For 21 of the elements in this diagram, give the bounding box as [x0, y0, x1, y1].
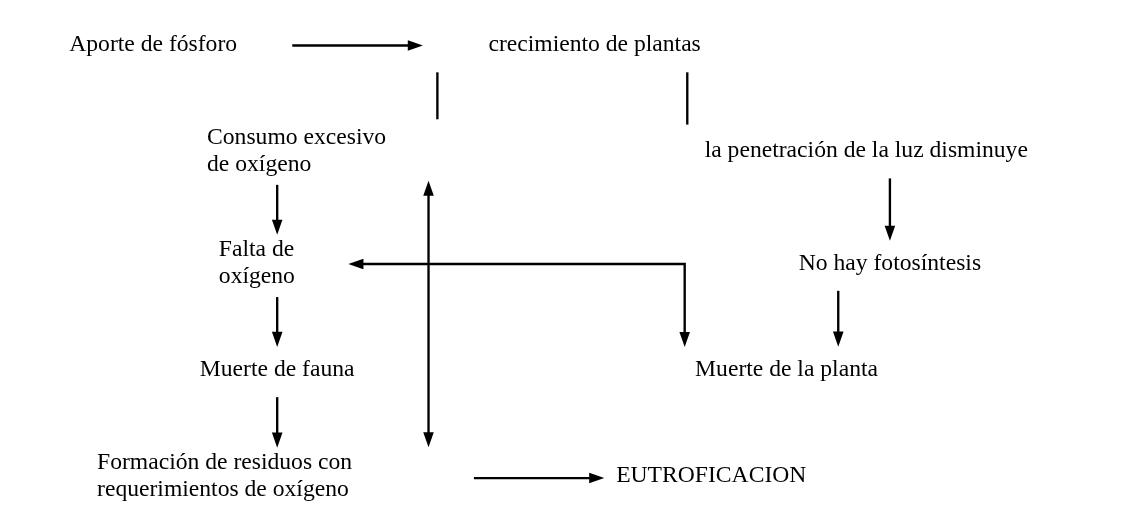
node-text: EUTROFICACION — [616, 461, 807, 488]
arrow — [292, 40, 423, 51]
arrow — [348, 258, 690, 348]
connector — [436, 72, 439, 120]
arrow — [832, 290, 844, 347]
node-text: la penetración de la luz disminuye — [704, 136, 1028, 163]
arrow — [271, 397, 283, 448]
node-text: Falta de oxígeno — [218, 235, 295, 288]
arrow — [271, 297, 283, 347]
node-text: Muerte de fauna — [199, 354, 355, 381]
node-text: Aporte de fósforo — [69, 30, 238, 57]
arrow — [473, 472, 605, 484]
node-text: crecimiento de plantas — [488, 30, 701, 57]
node-text: Consumo excesivo de oxígeno — [207, 123, 387, 176]
node-text: No hay fotosíntesis — [798, 248, 982, 275]
connector — [686, 72, 689, 125]
node-text: Formación de residuos con requerimientos de oxígeno — [97, 447, 353, 501]
arrow — [271, 184, 283, 235]
arrow — [884, 178, 896, 241]
node-text: Muerte de la planta — [695, 354, 879, 381]
arrow — [423, 180, 434, 448]
